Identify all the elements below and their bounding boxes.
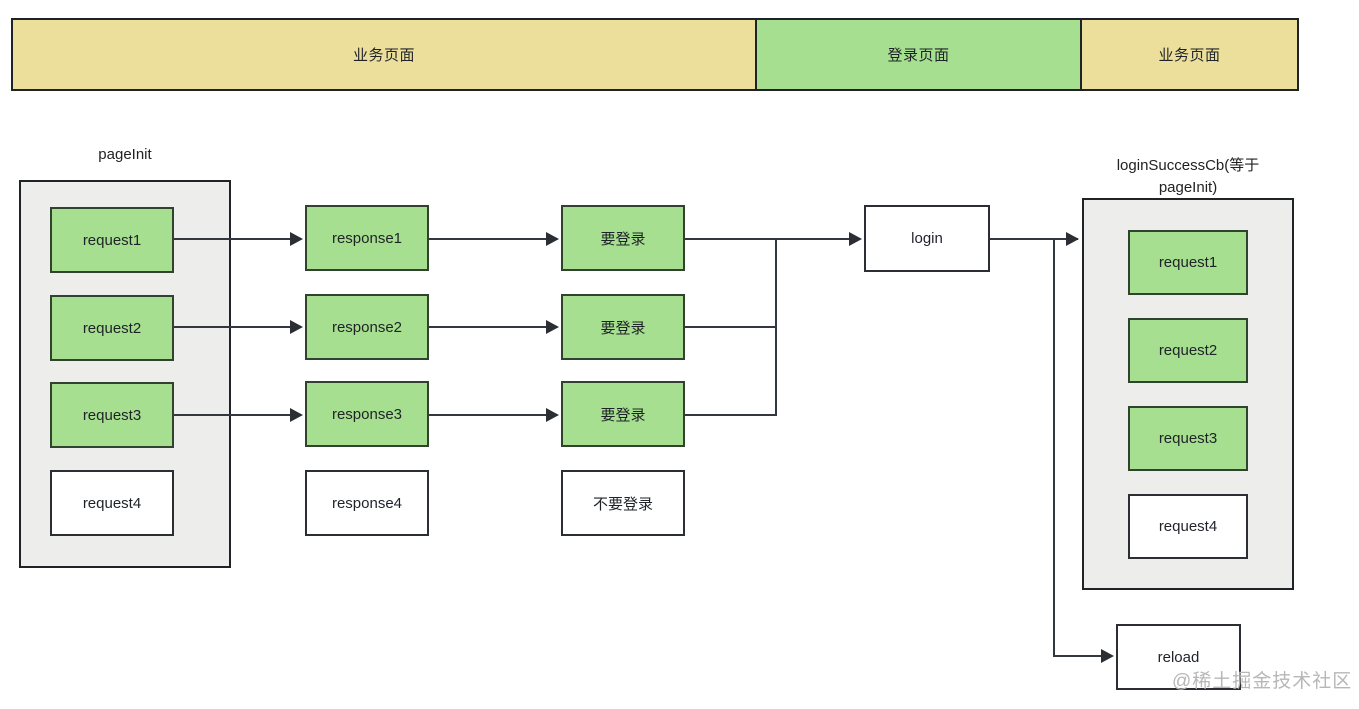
node-label: request2 (1158, 342, 1218, 359)
node-label: response4 (331, 494, 403, 512)
node-label: request4 (82, 494, 142, 512)
node-retry-request2[interactable]: request2 (1128, 318, 1248, 383)
node-retry-request1[interactable]: request1 (1128, 230, 1248, 295)
connector-auth1-bus (685, 238, 777, 240)
arrowhead-icon (290, 232, 303, 246)
node-response1[interactable]: response1 (305, 205, 429, 271)
connector-auth-merge-bus (775, 238, 777, 416)
node-response3[interactable]: response3 (305, 381, 429, 447)
node-label: response1 (331, 229, 403, 247)
node-label: response3 (331, 405, 403, 423)
node-retry-request3[interactable]: request3 (1128, 406, 1248, 471)
node-label: request1 (1158, 254, 1218, 271)
node-label: 不要登录 (592, 495, 653, 513)
arrowhead-icon (546, 232, 559, 246)
connector-response3-auth3 (429, 414, 553, 416)
node-label: response2 (331, 318, 403, 336)
node-request1[interactable]: request1 (50, 207, 174, 273)
arrowhead-icon (290, 320, 303, 334)
node-label: 要登录 (600, 230, 646, 248)
arrowhead-icon (1101, 649, 1114, 663)
node-label: request3 (1158, 430, 1218, 447)
connector-login-login-success-cb (990, 238, 1078, 240)
node-label: request3 (82, 406, 142, 424)
node-label: request2 (82, 319, 142, 337)
arrowhead-icon (1066, 232, 1079, 246)
connector-response2-auth2 (429, 326, 553, 328)
node-request3[interactable]: request3 (50, 382, 174, 448)
node-response2[interactable]: response2 (305, 294, 429, 360)
node-auth-check-1[interactable]: 要登录 (561, 205, 685, 271)
node-auth-check-3[interactable]: 要登录 (561, 381, 685, 447)
node-retry-request4[interactable]: request4 (1128, 494, 1248, 559)
arrowhead-icon (546, 320, 559, 334)
connector-request1-response1 (174, 238, 297, 240)
page-init-group-label: pageInit (98, 146, 152, 163)
node-login[interactable]: login (864, 205, 990, 272)
timeline-segment-login: 登录页面 (756, 18, 1081, 91)
connector-auth3-bus (685, 414, 777, 416)
arrowhead-icon (849, 232, 862, 246)
login-success-cb-group-label: loginSuccessCb(等于 pageInit) (1116, 157, 1260, 196)
watermark-text: @稀土掘金技术社区 (1172, 671, 1353, 692)
connector-auth2-bus (685, 326, 777, 328)
node-request2[interactable]: request2 (50, 295, 174, 361)
timeline-segment-label: 登录页面 (887, 47, 950, 64)
node-auth-check-4[interactable]: 不要登录 (561, 470, 685, 536)
node-label: login (911, 230, 943, 247)
page-timeline-bar: 业务页面 登录页面 业务页面 (11, 18, 1299, 91)
connector-login-reload-horizontal (1053, 655, 1110, 657)
timeline-segment-business-1: 业务页面 (11, 18, 756, 91)
node-label: request1 (82, 231, 142, 249)
node-request4[interactable]: request4 (50, 470, 174, 536)
node-reload[interactable]: reload (1116, 624, 1241, 690)
node-label: 要登录 (600, 319, 646, 337)
timeline-segment-label: 业务页面 (352, 47, 415, 64)
node-label: 要登录 (600, 406, 646, 424)
connector-response1-auth1 (429, 238, 553, 240)
node-label: reload (1157, 648, 1200, 666)
node-response4[interactable]: response4 (305, 470, 429, 536)
connector-request3-response3 (174, 414, 297, 416)
arrowhead-icon (290, 408, 303, 422)
timeline-segment-business-2: 业务页面 (1081, 18, 1299, 91)
connector-login-reload-vertical (1053, 238, 1055, 657)
connector-request2-response2 (174, 326, 297, 328)
node-label: request4 (1158, 518, 1218, 535)
connector-bus-login (775, 238, 855, 240)
node-auth-check-2[interactable]: 要登录 (561, 294, 685, 360)
timeline-segment-label: 业务页面 (1158, 47, 1221, 64)
arrowhead-icon (546, 408, 559, 422)
